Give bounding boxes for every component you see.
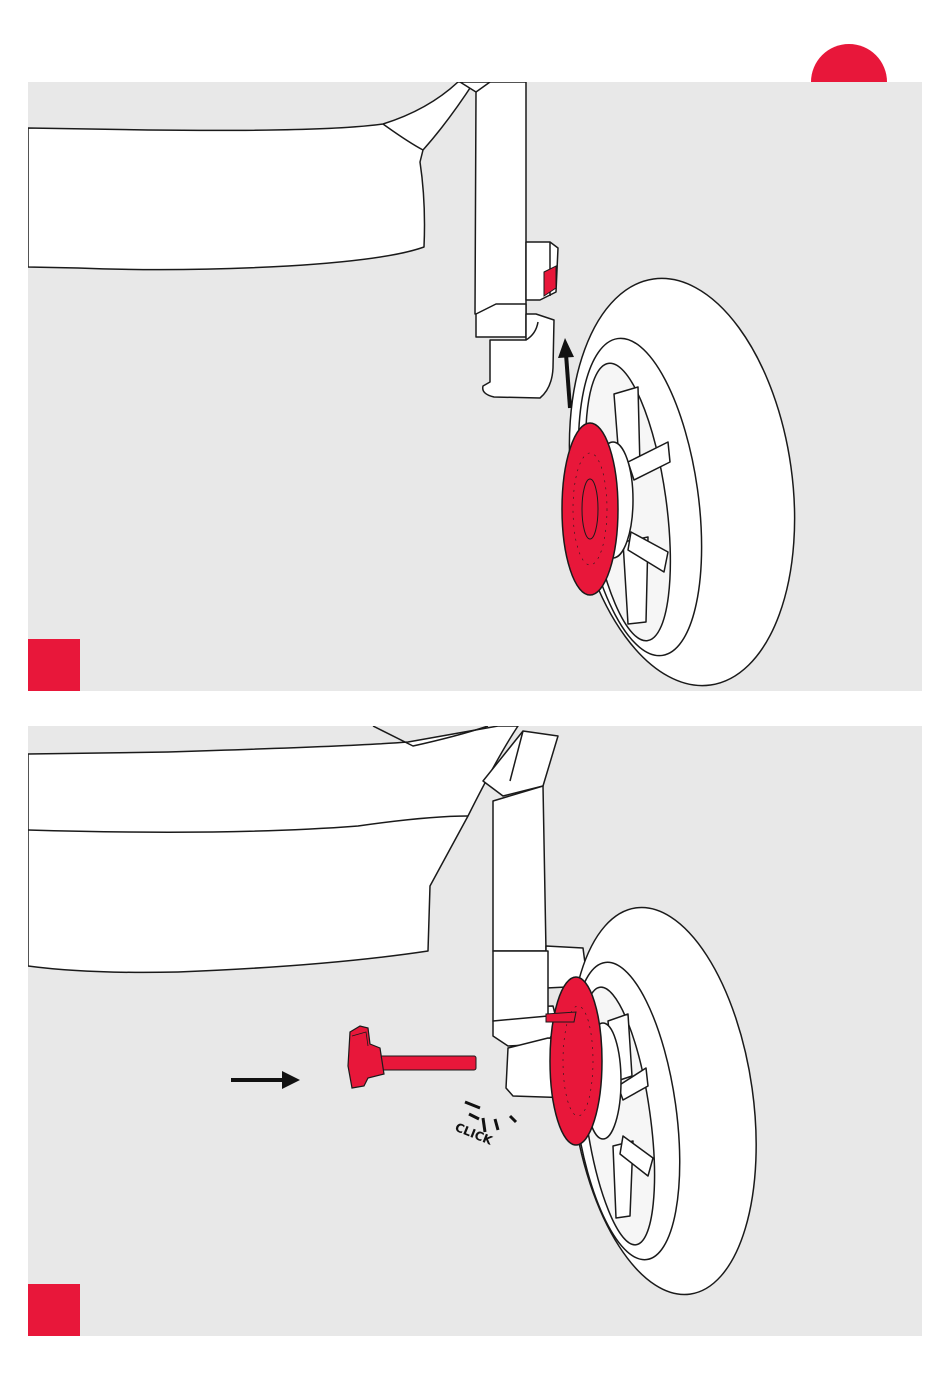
step-1-illustration [28, 82, 922, 691]
step-2-panel: CLICK [28, 726, 922, 1336]
red-axle-pin [348, 1026, 476, 1088]
step-1-marker [28, 639, 80, 691]
step-2-marker [28, 1284, 80, 1336]
frame-leg [493, 786, 546, 951]
step-1-panel [28, 82, 922, 691]
stroller-basket [28, 726, 518, 972]
click-label: CLICK [453, 1120, 495, 1148]
step-2-illustration: CLICK [28, 726, 922, 1336]
right-arrow-icon [231, 1071, 300, 1089]
up-arrow-icon [558, 338, 574, 408]
frame-leg [460, 82, 526, 314]
stroller-basket [28, 82, 474, 270]
red-hub-cap [546, 977, 602, 1145]
red-hub-cap [562, 423, 618, 595]
